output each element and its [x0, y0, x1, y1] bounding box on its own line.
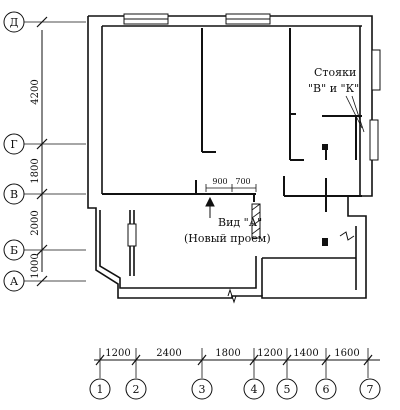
- column-dimension-2-3: 2400: [156, 348, 181, 359]
- row-dimension-ticks: [36, 16, 48, 287]
- row-dimension-d-g: 4200: [30, 79, 41, 104]
- column-axis-4: 4: [243, 378, 265, 400]
- view-arrow: [205, 196, 215, 218]
- column-axis-6-label: 6: [323, 383, 330, 396]
- row-axis-v: В: [3, 183, 86, 205]
- opening-dimension-700: 700: [235, 177, 250, 186]
- risers-label-line1: Стояки: [314, 66, 356, 79]
- row-axis-b-label: Б: [10, 244, 18, 257]
- column-axis-7: 7: [359, 378, 381, 400]
- row-dimension-g-v: 1800: [30, 158, 41, 183]
- column-dimension-1-2: 1200: [105, 348, 130, 359]
- row-dimension-b-a: 1000: [30, 253, 41, 278]
- risers-leaders: [345, 95, 365, 133]
- row-axis-v-label: В: [10, 188, 18, 201]
- column-extension-lines: [99, 348, 369, 378]
- row-axis-d-label: Д: [10, 16, 19, 29]
- column-axis-7-label: 7: [367, 383, 374, 396]
- left-window: [127, 223, 137, 247]
- view-label: Вид "А": [218, 216, 262, 229]
- column-dimension-4-5: 1200: [257, 348, 282, 359]
- opening-dimension-line: [205, 184, 257, 192]
- column-axis-1-label: 1: [97, 383, 104, 396]
- column-dimension-6-7: 1600: [334, 348, 359, 359]
- column-axis-2-label: 2: [133, 383, 140, 396]
- new-opening-label: (Новый проем): [184, 232, 271, 245]
- column-axis-4-label: 4: [251, 383, 258, 396]
- top-windows: [123, 13, 381, 161]
- column-axis-5: 5: [276, 378, 298, 400]
- column-axis-6: 6: [315, 378, 337, 400]
- row-axis-a-label: А: [10, 275, 19, 288]
- risers-label-line2: "В" и "К": [308, 82, 359, 95]
- column-axis-3: 3: [191, 378, 213, 400]
- building-walls: [87, 15, 373, 299]
- wall-piers: [322, 144, 328, 246]
- row-axis-g: Г: [3, 133, 86, 155]
- column-axis-5-label: 5: [284, 383, 291, 396]
- interior-partitions: [102, 28, 362, 212]
- row-axis-d: Д: [3, 11, 86, 33]
- row-dimension-v-b: 2000: [30, 210, 41, 235]
- column-dimension-3-4: 1800: [215, 348, 240, 359]
- new-opening: [251, 203, 261, 239]
- row-axis-a: А: [3, 270, 86, 292]
- column-dimension-5-6: 1400: [293, 348, 318, 359]
- row-axis-b: Б: [3, 239, 86, 261]
- column-axis-1: 1: [89, 378, 111, 400]
- break-symbols: [227, 231, 355, 304]
- column-axis-2: 2: [125, 378, 147, 400]
- column-axis-3-label: 3: [199, 383, 206, 396]
- row-axis-g-label: Г: [10, 138, 17, 151]
- opening-dimension-900: 900: [212, 177, 227, 186]
